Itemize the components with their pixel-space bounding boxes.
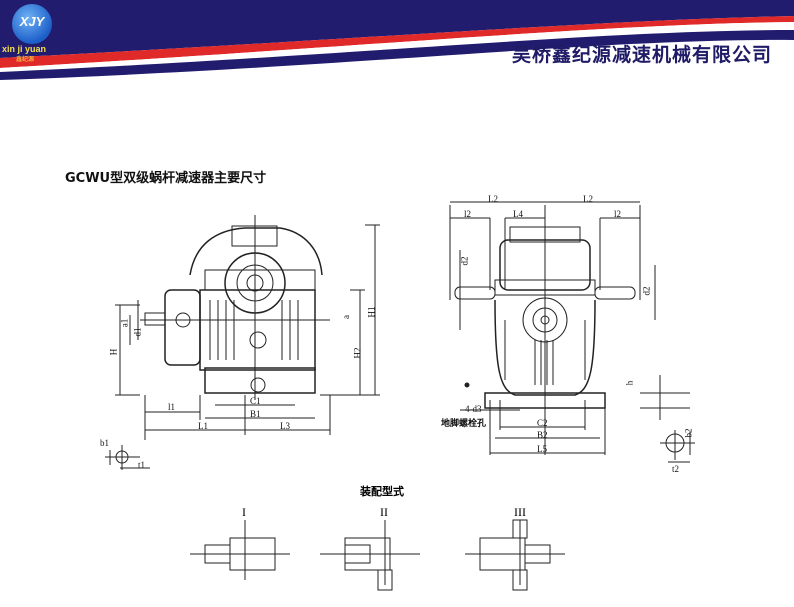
- dim-L5: L5: [537, 444, 547, 454]
- assembly-type-1: I: [242, 505, 246, 519]
- dim-4-d3: 4-d3: [465, 404, 482, 414]
- dim-b2: b2: [683, 428, 694, 438]
- assembly-title: 装配型式: [360, 485, 404, 498]
- dim-L2-right: L2: [583, 194, 593, 204]
- dim-l1: l1: [168, 402, 176, 412]
- dim-B1: B1: [250, 409, 261, 419]
- dim-C1: C1: [250, 396, 261, 406]
- dim-B2: B2: [537, 430, 548, 440]
- dim-l2-left: l2: [464, 209, 472, 219]
- dim-d2-left: d2: [459, 256, 470, 266]
- bolt-hole-label: 地脚螺栓孔: [441, 419, 487, 429]
- dim-L3: L3: [280, 421, 290, 431]
- document-title: GCWU型双级蜗杆减速器主要尺寸: [65, 171, 267, 186]
- dim-a: a: [341, 315, 351, 319]
- dim-H: H: [108, 348, 119, 356]
- header-banner: XJY xin ji yuan 鑫纪源 吴桥鑫纪源减速机械有限公司: [0, 0, 794, 100]
- dim-d1: d1: [132, 327, 143, 337]
- dim-L1: L1: [198, 421, 208, 431]
- banner-swoosh: [0, 0, 794, 80]
- logo-subtitle: xin ji yuan: [2, 44, 47, 54]
- dim-L2-left: L2: [488, 194, 498, 204]
- logo-text: XJY: [19, 14, 45, 29]
- dim-b1: b1: [100, 438, 109, 448]
- dim-a1: a1: [119, 318, 130, 328]
- company-logo: XJY: [12, 4, 52, 44]
- dim-d2-right: d2: [641, 286, 652, 296]
- assembly-type-2: II: [380, 505, 388, 519]
- assembly-diagrams: [190, 519, 565, 591]
- dim-L4: L4: [513, 209, 523, 219]
- side-view-drawing: [449, 201, 695, 463]
- dim-l2-right: l2: [614, 209, 622, 219]
- front-view-drawing: [105, 215, 380, 470]
- dim-t2: t2: [672, 464, 680, 474]
- dim-H1: H1: [366, 306, 377, 318]
- dim-h: h: [624, 380, 635, 386]
- company-name: 吴桥鑫纪源减速机械有限公司: [511, 44, 772, 66]
- dim-H2: H2: [352, 347, 363, 359]
- dim-C2: C2: [537, 418, 548, 428]
- dim-t1: t1: [138, 460, 146, 470]
- assembly-type-3: III: [514, 505, 526, 519]
- logo-chinese: 鑫纪源: [16, 57, 35, 63]
